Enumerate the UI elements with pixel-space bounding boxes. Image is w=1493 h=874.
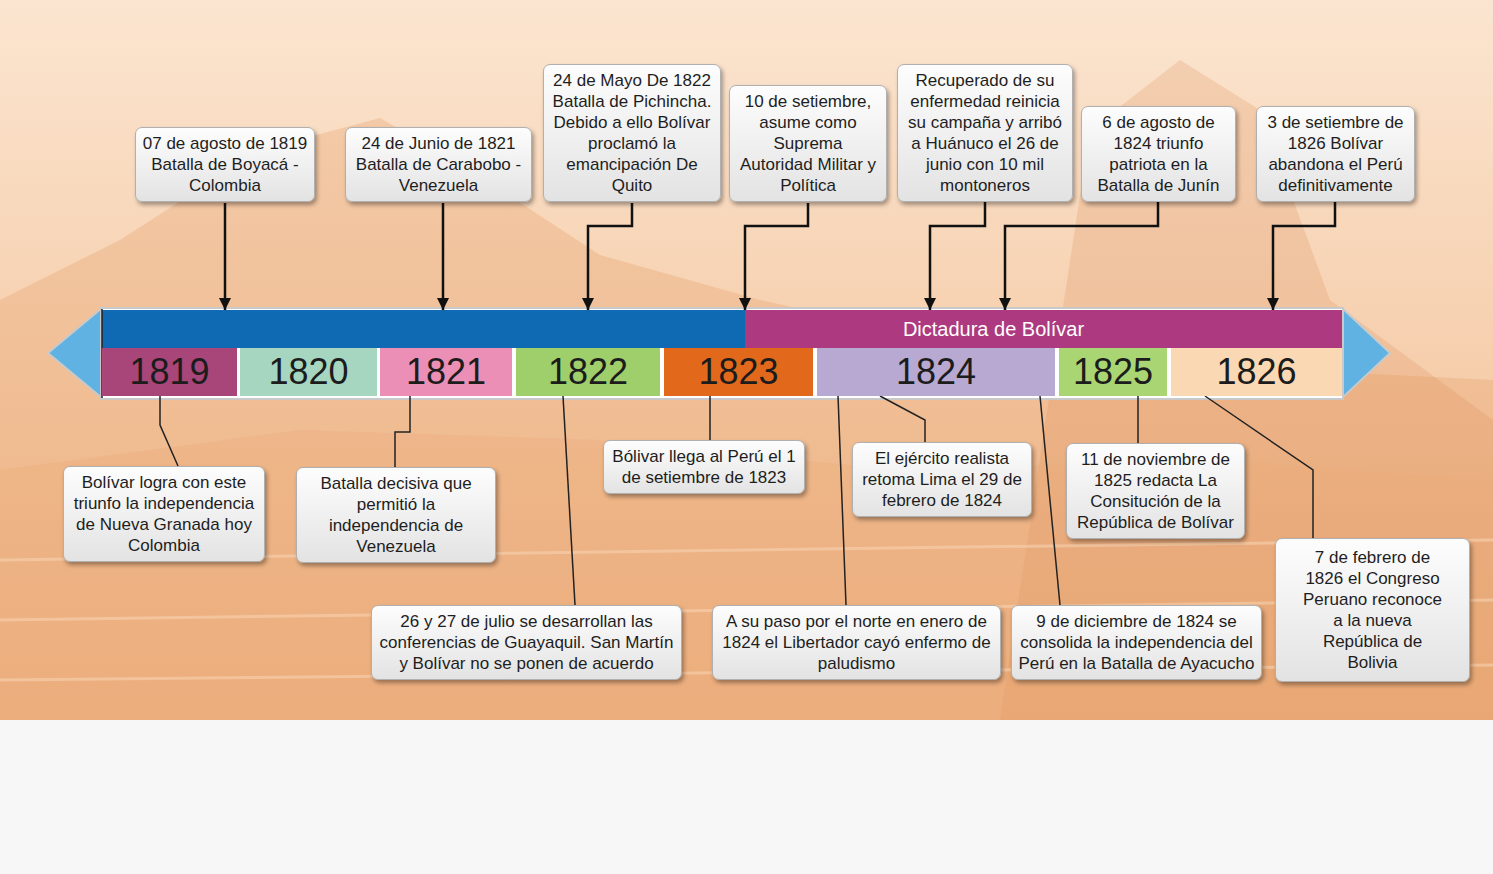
- pointer-arrows: [225, 203, 808, 310]
- callout-text: A su paso por el norte en enero de 1824 …: [719, 611, 994, 674]
- leader-line: [1137, 396, 1139, 443]
- callout-box: Bolívar logra con este triunfo la indepe…: [63, 466, 265, 562]
- leader-line: [160, 396, 178, 466]
- callout-text: 9 de diciembre de 1824 se consolida la i…: [1018, 611, 1255, 674]
- year-label: 1820: [268, 351, 348, 393]
- callout-box: 07 de agosto de 1819 Batalla de Boyacá -…: [135, 127, 315, 202]
- callout-text: 26 y 27 de julio se desarrollan las conf…: [378, 611, 675, 674]
- callout-text: 7 de febrero de 1826 el Congreso Peruano…: [1296, 547, 1449, 673]
- year-band: 1819: [102, 348, 237, 396]
- pointer-arrow: [745, 203, 808, 310]
- callout-text: 10 de setiembre, asume como Suprema Auto…: [736, 91, 880, 196]
- callout-box: 7 de febrero de 1826 el Congreso Peruano…: [1275, 538, 1470, 682]
- callout-box: 6 de agosto de 1824 triunfo patriota en …: [1081, 106, 1236, 202]
- callout-text: Batalla decisiva que permitió la indepen…: [303, 473, 489, 557]
- pointer-arrow: [930, 202, 985, 310]
- callout-text: Bólivar llega al Perú el 1 de setiembre …: [610, 446, 798, 488]
- year-band: 1821: [380, 348, 512, 396]
- year-band: 1824: [817, 348, 1055, 396]
- callout-text: 3 de setiembre de 1826 Bolívar abandona …: [1263, 112, 1408, 196]
- callout-box: Recuperado de su enfermedad reinicia su …: [897, 64, 1073, 202]
- pointer-arrow: [588, 203, 632, 310]
- leader-line: [395, 396, 410, 467]
- callout-box: A su paso por el norte en enero de 1824 …: [712, 605, 1001, 680]
- year-label: 1826: [1216, 351, 1296, 393]
- year-band: 1825: [1059, 348, 1167, 396]
- callout-text: 6 de agosto de 1824 triunfo patriota en …: [1088, 112, 1229, 196]
- year-label: 1823: [698, 351, 778, 393]
- year-label: 1825: [1073, 351, 1153, 393]
- callout-box: Batalla decisiva que permitió la indepen…: [296, 467, 496, 563]
- period-label: Dictadura de Bolívar: [903, 318, 1084, 341]
- callout-text: Bolívar logra con este triunfo la indepe…: [70, 472, 258, 556]
- mountain-peak: [1000, 60, 1493, 720]
- timeline-arrow-right: [1342, 308, 1390, 398]
- callout-text: Recuperado de su enfermedad reinicia su …: [904, 70, 1066, 196]
- callout-text: 24 de Mayo De 1822 Batalla de Pichincha.…: [550, 70, 714, 196]
- leader-line: [1040, 396, 1060, 605]
- callout-box: 26 y 27 de julio se desarrollan las conf…: [371, 605, 682, 680]
- leader-line: [563, 396, 575, 605]
- callout-box: 11 de noviembre de 1825 redacta La Consi…: [1066, 443, 1245, 539]
- callout-text: El ejército realista retoma Lima el 29 d…: [859, 448, 1025, 511]
- pointer-arrow: [442, 203, 445, 310]
- terraces: [0, 430, 1493, 720]
- callout-box: Bólivar llega al Perú el 1 de setiembre …: [603, 440, 805, 494]
- year-band: 1823: [664, 348, 813, 396]
- callout-box: 9 de diciembre de 1824 se consolida la i…: [1011, 605, 1262, 680]
- pointer-arrow: [224, 203, 227, 310]
- lower-ground: [0, 720, 1493, 874]
- leader-line: [880, 396, 925, 442]
- pointer-arrow: [1273, 202, 1335, 310]
- leader-line: [838, 396, 846, 605]
- callout-text: 07 de agosto de 1819 Batalla de Boyacá -…: [142, 133, 308, 196]
- year-band: 1822: [516, 348, 660, 396]
- callout-box: 24 de Junio de 1821 Batalla de Carabobo …: [345, 127, 532, 202]
- year-label: 1821: [406, 351, 486, 393]
- blue-period-bar: [102, 310, 745, 348]
- period-band: Dictadura de Bolívar: [745, 310, 1342, 348]
- year-label: 1822: [548, 351, 628, 393]
- callout-text: 11 de noviembre de 1825 redacta La Consi…: [1073, 449, 1238, 533]
- year-label: 1824: [896, 351, 976, 393]
- leader-line: [709, 396, 711, 440]
- photo-ground: [0, 0, 1493, 720]
- year-label: 1819: [129, 351, 209, 393]
- timeline-frame: [101, 308, 1343, 399]
- timeline-arrow-left: [48, 308, 102, 398]
- year-band: 1826: [1171, 348, 1342, 396]
- year-band: 1820: [240, 348, 377, 396]
- callout-box: 3 de setiembre de 1826 Bolívar abandona …: [1256, 106, 1415, 202]
- callout-box: 24 de Mayo De 1822 Batalla de Pichincha.…: [543, 64, 721, 202]
- pointer-arrow: [1005, 202, 1158, 310]
- callout-box: El ejército realista retoma Lima el 29 d…: [852, 442, 1032, 517]
- callout-box: 10 de setiembre, asume como Suprema Auto…: [729, 85, 887, 202]
- callout-text: 24 de Junio de 1821 Batalla de Carabobo …: [352, 133, 525, 196]
